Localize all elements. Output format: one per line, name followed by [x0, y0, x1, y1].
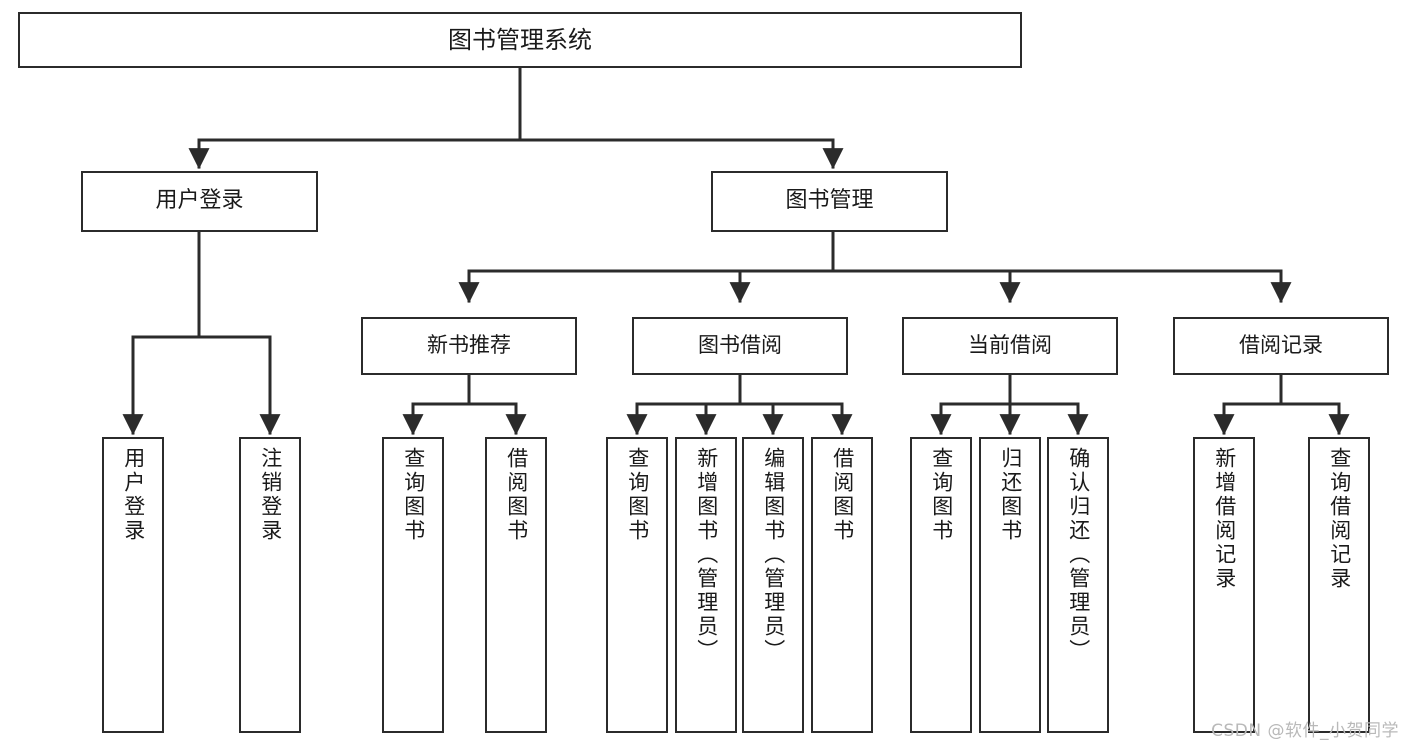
- node-book-management[interactable]: 图书管理: [711, 171, 948, 232]
- node-borrow-record[interactable]: 借阅记录: [1173, 317, 1389, 375]
- node-label: 图书借阅: [698, 333, 782, 358]
- node-leaf-add-book-admin[interactable]: 新增图书（管理员）: [675, 437, 737, 733]
- node-leaf-add-borrow-record[interactable]: 新增借阅记录: [1193, 437, 1255, 733]
- node-book-borrow[interactable]: 图书借阅: [632, 317, 848, 375]
- node-label: 查询图书: [625, 447, 650, 543]
- node-leaf-query-book-recommend[interactable]: 查询图书: [382, 437, 444, 733]
- node-leaf-query-book-current[interactable]: 查询图书: [910, 437, 972, 733]
- node-label: 注销登录: [258, 447, 283, 543]
- node-label: 确认归还（管理员）: [1066, 447, 1091, 663]
- node-label: 查询图书: [401, 447, 426, 543]
- node-leaf-query-borrow-record[interactable]: 查询借阅记录: [1308, 437, 1370, 733]
- node-label: 图书管理系统: [448, 25, 592, 54]
- node-label: 用户登录: [121, 447, 146, 543]
- node-label: 借阅图书: [504, 447, 529, 543]
- watermark-csdn: CSDN @软件_小贺同学: [1211, 721, 1399, 741]
- node-label: 当前借阅: [968, 333, 1052, 358]
- node-label: 借阅图书: [830, 447, 855, 543]
- node-leaf-borrow-book[interactable]: 借阅图书: [811, 437, 873, 733]
- node-leaf-query-book-borrow[interactable]: 查询图书: [606, 437, 668, 733]
- node-label: 图书管理: [785, 188, 874, 214]
- node-leaf-confirm-return-admin[interactable]: 确认归还（管理员）: [1047, 437, 1109, 733]
- node-label: 查询图书: [929, 447, 954, 543]
- node-current-borrow[interactable]: 当前借阅: [902, 317, 1118, 375]
- node-leaf-borrow-book-recommend[interactable]: 借阅图书: [485, 437, 547, 733]
- node-label: 新增图书（管理员）: [694, 447, 719, 663]
- node-leaf-edit-book-admin[interactable]: 编辑图书（管理员）: [742, 437, 804, 733]
- node-label: 查询借阅记录: [1327, 447, 1352, 591]
- node-leaf-user-login[interactable]: 用户登录: [102, 437, 164, 733]
- node-user-login[interactable]: 用户登录: [81, 171, 318, 232]
- node-label: 编辑图书（管理员）: [761, 447, 786, 663]
- node-label: 新书推荐: [427, 333, 511, 358]
- node-new-book-recommend[interactable]: 新书推荐: [361, 317, 577, 375]
- node-root-book-management-system[interactable]: 图书管理系统: [18, 12, 1022, 68]
- node-leaf-logout[interactable]: 注销登录: [239, 437, 301, 733]
- node-leaf-return-book[interactable]: 归还图书: [979, 437, 1041, 733]
- node-label: 借阅记录: [1239, 333, 1323, 358]
- node-label: 用户登录: [155, 188, 244, 214]
- node-label: 归还图书: [998, 447, 1023, 543]
- node-label: 新增借阅记录: [1212, 447, 1237, 591]
